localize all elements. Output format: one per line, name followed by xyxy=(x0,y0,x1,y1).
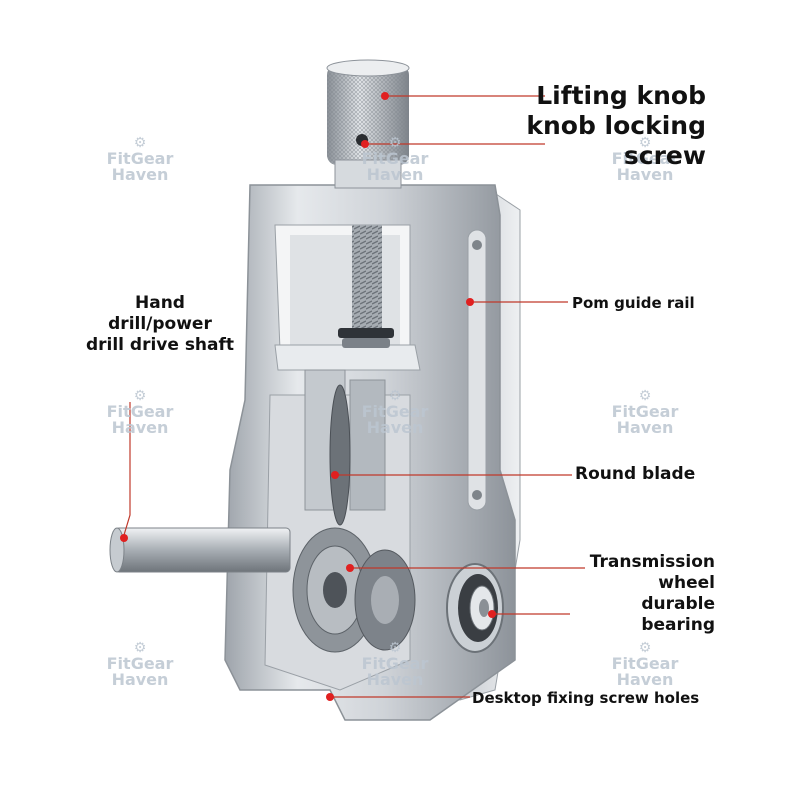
label-hand-drill-line1: Hand xyxy=(135,293,185,313)
watermark: ⚙ FitGear Haven xyxy=(100,135,180,183)
lifting-screw-rod xyxy=(338,225,394,348)
watermark-line2: Haven xyxy=(111,165,169,184)
label-lifting-knob: Lifting knob xyxy=(536,81,706,110)
watermark-line1: FitGear xyxy=(361,149,429,168)
dot-lifting-knob xyxy=(381,92,389,100)
dot-transmission xyxy=(346,564,354,572)
watermark-line1: FitGear xyxy=(361,402,429,421)
watermark-gear-icon: ⚙ xyxy=(133,135,147,151)
label-desktop-screw-holes: Desktop fixing screw holes xyxy=(472,689,700,707)
watermark-gear-icon: ⚙ xyxy=(133,640,147,656)
watermark-gear-icon: ⚙ xyxy=(638,388,652,404)
watermark-line1: FitGear xyxy=(361,654,429,673)
watermark-gear-icon: ⚙ xyxy=(388,135,402,151)
lifting-knob-shape xyxy=(326,59,410,189)
watermark: ⚙ FitGear Haven xyxy=(605,640,685,688)
watermark-gear-icon: ⚙ xyxy=(133,388,147,404)
watermark-line2: Haven xyxy=(366,418,424,437)
label-knob-locking-screw-line2: screw xyxy=(623,141,706,170)
watermark-line1: FitGear xyxy=(611,654,679,673)
dot-screw-holes xyxy=(326,693,334,701)
watermark-gear-icon: ⚙ xyxy=(638,135,652,151)
label-transmission-line3: durable xyxy=(641,594,715,614)
watermark-line2: Haven xyxy=(616,670,674,689)
watermark: ⚙ FitGear Haven xyxy=(355,640,435,688)
dot-drive-shaft xyxy=(120,534,128,542)
watermark-line1: FitGear xyxy=(611,149,679,168)
label-transmission-bearing: Transmission wheel durable bearing xyxy=(575,552,715,636)
callout-lines xyxy=(123,95,585,698)
watermark-line1: FitGear xyxy=(106,402,174,421)
dot-bearing xyxy=(488,610,496,618)
label-hand-drill-shaft: Hand drill/power drill drive shaft xyxy=(60,293,260,356)
watermark: ⚙ FitGear Haven xyxy=(605,135,685,183)
watermark: ⚙ FitGear Haven xyxy=(355,135,435,183)
watermark: ⚙ FitGear Haven xyxy=(100,388,180,436)
watermark-line1: FitGear xyxy=(106,654,174,673)
dot-guide-rail xyxy=(466,298,474,306)
watermark-line1: FitGear xyxy=(611,402,679,421)
watermark: ⚙ FitGear Haven xyxy=(355,388,435,436)
dot-locking-screw xyxy=(361,140,369,148)
callout-line-drive-shaft xyxy=(123,402,131,536)
label-transmission-line1: Transmission xyxy=(589,552,715,572)
watermark: ⚙ FitGear Haven xyxy=(100,640,180,688)
label-transmission-line2: wheel xyxy=(658,573,715,593)
label-hand-drill-line3: drill drive shaft xyxy=(85,335,235,355)
watermark-line1: FitGear xyxy=(106,149,174,168)
label-knob-locking-screw-line1: knob locking xyxy=(526,111,706,140)
watermark-gear-icon: ⚙ xyxy=(388,388,402,404)
watermark-gear-icon: ⚙ xyxy=(638,640,652,656)
label-hand-drill-line2: drill/power xyxy=(108,314,212,334)
watermark-line2: Haven xyxy=(616,418,674,437)
drive-shaft xyxy=(109,527,291,573)
watermark-line2: Haven xyxy=(111,418,169,437)
watermark-line2: Haven xyxy=(111,670,169,689)
watermark-line2: Haven xyxy=(366,165,424,184)
dot-round-blade xyxy=(331,471,339,479)
callout-dots xyxy=(120,92,496,701)
label-transmission-line4: bearing xyxy=(641,615,715,635)
round-blade-shape xyxy=(329,384,351,526)
watermark-gear-icon: ⚙ xyxy=(388,640,402,656)
watermark-line2: Haven xyxy=(366,670,424,689)
watermark-line2: Haven xyxy=(616,165,674,184)
label-round-blade: Round blade xyxy=(575,464,696,484)
label-pom-guide-rail: Pom guide rail xyxy=(572,294,695,312)
watermark: ⚙ FitGear Haven xyxy=(605,388,685,436)
bearing xyxy=(446,563,504,653)
label-knob-locking-screw: knob locking screw xyxy=(500,111,706,171)
